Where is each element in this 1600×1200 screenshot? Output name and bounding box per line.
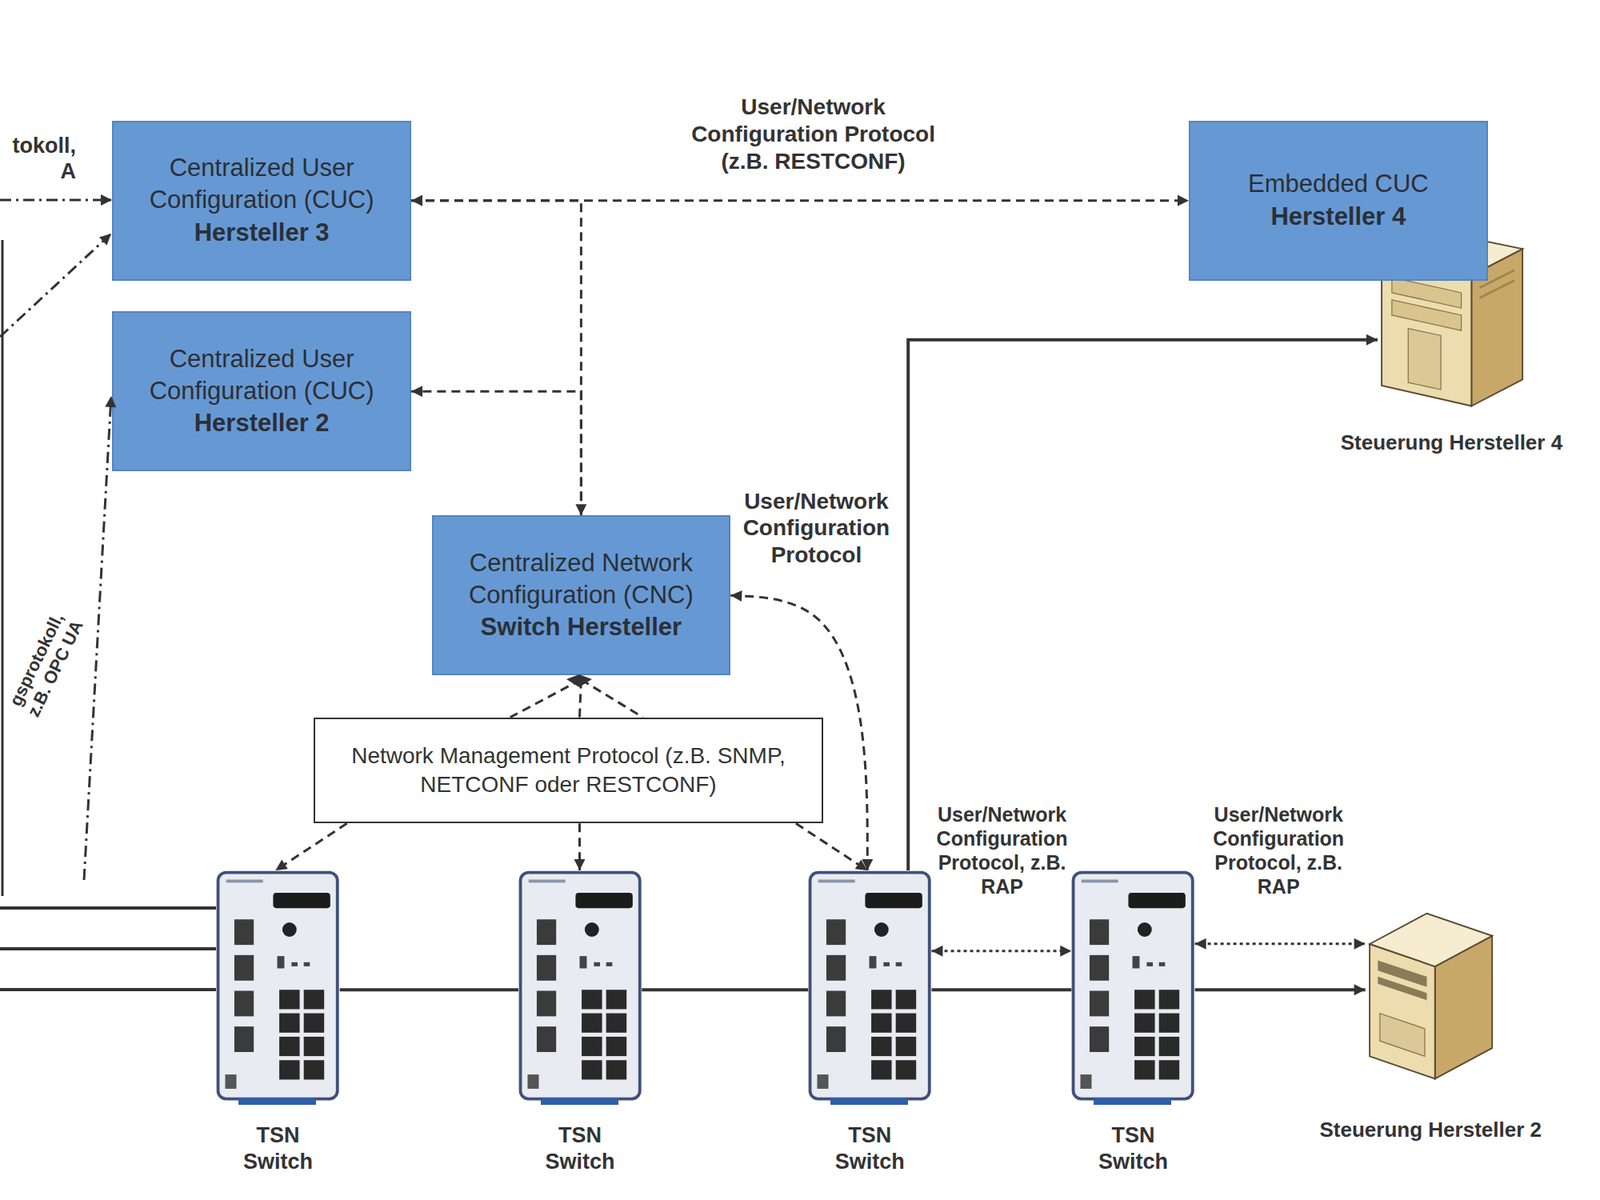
box-heading: TSN Switch [825, 1122, 914, 1175]
tsn-switch: TSN Switch [808, 870, 932, 1105]
box-heading: Centralized Network Configuration (CNC) [440, 547, 724, 612]
box-heading: TSN Switch [1088, 1122, 1177, 1175]
network-link [1195, 988, 1366, 992]
device-caption: Steuerung Hersteller 2 [1320, 1117, 1542, 1143]
controller-tower: Steuerung Hersteller 2 [1365, 903, 1496, 1082]
config-link [796, 823, 868, 871]
device-symbol [1369, 913, 1492, 1080]
tsn-switch: TSN Switch [1071, 870, 1195, 1105]
device-caption: TSN Switch [1088, 1122, 1177, 1175]
cuc-box: Centralized User Configuration (CUC)Hers… [112, 120, 412, 281]
network-wire [0, 988, 216, 992]
tsn-switch: TSN Switch [518, 870, 642, 1105]
box-subtitle: Hersteller 2 [194, 407, 330, 440]
edge-label: User/Network Configuration Protocol [728, 488, 904, 569]
box-heading: Centralized User Configuration (CUC) [120, 152, 404, 217]
device-symbol [520, 872, 640, 1106]
protocol-box: Network Management Protocol (z.B. SNMP, … [313, 717, 824, 824]
note-label: tokoll, A [0, 132, 76, 185]
network-link [641, 988, 808, 992]
config-link [730, 595, 868, 871]
edge-label: User/Network Configuration Protocol (z.B… [665, 93, 962, 175]
box-heading: Centralized User Configuration (CUC) [120, 343, 404, 408]
box-subtitle: Hersteller 3 [194, 216, 330, 249]
cuc-box: Centralized User Configuration (CUC)Hers… [112, 311, 412, 472]
config-link [932, 949, 1072, 952]
device-illustration [1365, 903, 1496, 1082]
device-caption: Steuerung Hersteller 4 [1340, 430, 1563, 456]
network-wire [1, 240, 4, 896]
junction-mark [566, 674, 592, 688]
offpage-wiring [0, 200, 592, 990]
device-illustration [1071, 870, 1195, 1105]
device-caption: TSN Switch [536, 1122, 624, 1175]
box-heading: TSN Switch [234, 1122, 323, 1175]
config-link [578, 823, 581, 871]
device-illustration [518, 870, 642, 1105]
network-wire [0, 906, 216, 910]
cnc-box: Centralized Network Configuration (CNC)S… [432, 515, 732, 676]
network-link [340, 988, 519, 992]
box-heading: Steuerung Hersteller 2 [1320, 1117, 1542, 1143]
config-link [411, 391, 581, 516]
edge-label: User/Network Configuration Protocol, z.B… [916, 802, 1088, 899]
embedded-cuc-box: Embedded CUCHersteller 4 [1188, 120, 1488, 281]
box-heading: Embedded CUC [1248, 168, 1429, 200]
device-caption: TSN Switch [234, 1122, 323, 1175]
device-symbol [810, 872, 930, 1106]
device-symbol [1073, 872, 1193, 1106]
config-link [275, 823, 347, 871]
dash-dot-arrow [0, 233, 112, 337]
config-link [510, 679, 644, 717]
box-heading: TSN Switch [536, 1122, 624, 1175]
config-link [411, 200, 581, 516]
tsn-switch: TSN Switch [216, 870, 340, 1105]
network-wire [0, 947, 216, 951]
box-subtitle: Hersteller 4 [1270, 200, 1406, 233]
network-link [932, 988, 1072, 992]
box-heading: Steuerung Hersteller 4 [1340, 430, 1563, 456]
box-heading: Network Management Protocol (z.B. SNMP, … [323, 741, 815, 800]
config-link [411, 199, 1189, 202]
device-symbol [218, 872, 338, 1106]
edge-label: User/Network Configuration Protocol, z.B… [1192, 802, 1365, 899]
config-link [1195, 942, 1366, 945]
dash-dot-arrow [0, 199, 112, 202]
note-label: gsprotokoll, z.B. OPC UA [3, 604, 91, 724]
connector-group [275, 200, 1378, 991]
device-caption: TSN Switch [825, 1122, 914, 1175]
dash-dot-arrow [84, 396, 112, 880]
network-link [908, 340, 1378, 871]
device-symbol [1381, 230, 1523, 406]
box-subtitle: Switch Hersteller [480, 611, 683, 644]
device-illustration [216, 870, 340, 1105]
device-illustration [808, 870, 932, 1105]
